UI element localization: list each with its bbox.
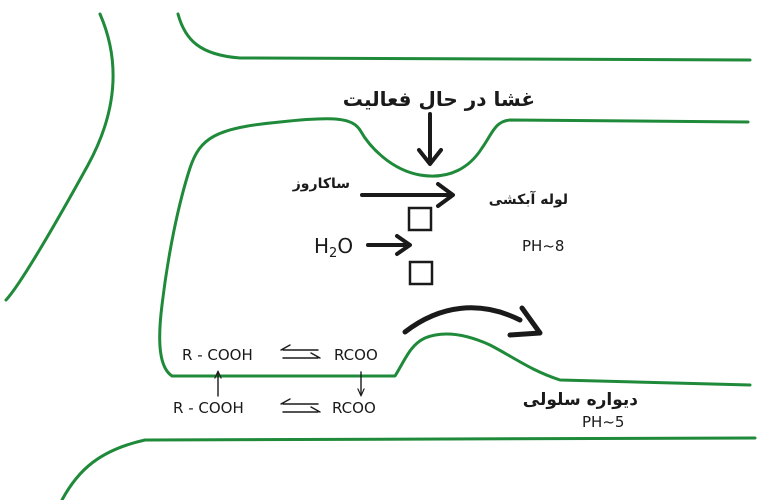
water-o: O bbox=[337, 234, 353, 258]
water-arrow bbox=[366, 234, 412, 256]
water-subscript: 2 bbox=[329, 246, 337, 261]
sucrose-arrow bbox=[360, 182, 455, 208]
equilibrium-bottom-forward bbox=[282, 406, 321, 413]
base-bottom-label: RCOO bbox=[332, 399, 376, 417]
top-cell-outline bbox=[176, 12, 752, 62]
left-cell-wall-curve bbox=[4, 12, 115, 302]
down-arrow bbox=[417, 112, 443, 166]
equilibrium-top-forward bbox=[282, 352, 321, 359]
membrane-outlines bbox=[4, 12, 757, 500]
transport-box-lower bbox=[408, 260, 434, 286]
tube-ph-label: PH~8 bbox=[522, 237, 564, 255]
base-top-label: RCOO bbox=[334, 346, 378, 364]
phloem-tube-label: لوله آبکشی bbox=[489, 190, 568, 208]
water-h: H bbox=[314, 234, 329, 258]
active-membrane-label: غشا در حال فعالیت bbox=[343, 87, 535, 111]
cell-wall-label: دیواره سلولی bbox=[523, 390, 639, 410]
carrier-boxes bbox=[407, 206, 434, 286]
arrows bbox=[360, 112, 543, 338]
sieve-tube-outline bbox=[158, 117, 752, 387]
labels: غشا در حال فعالیت ساکاروز لوله آبکشی PH~… bbox=[173, 87, 638, 431]
equilibrium-top-backward bbox=[280, 344, 319, 351]
water-label: H2O bbox=[314, 234, 353, 261]
curved-export-arrow bbox=[402, 305, 543, 338]
acid-top-label: R - COOH bbox=[182, 346, 253, 364]
acid-bottom-label: R - COOH bbox=[173, 399, 244, 417]
equilibrium-arrows bbox=[218, 344, 361, 413]
wall-ph-label: PH~5 bbox=[582, 413, 624, 431]
sucrose-label: ساکاروز bbox=[292, 176, 350, 192]
transport-box-upper bbox=[407, 206, 433, 232]
bottom-cell-outline bbox=[60, 436, 757, 500]
equilibrium-bottom-backward bbox=[280, 398, 319, 405]
